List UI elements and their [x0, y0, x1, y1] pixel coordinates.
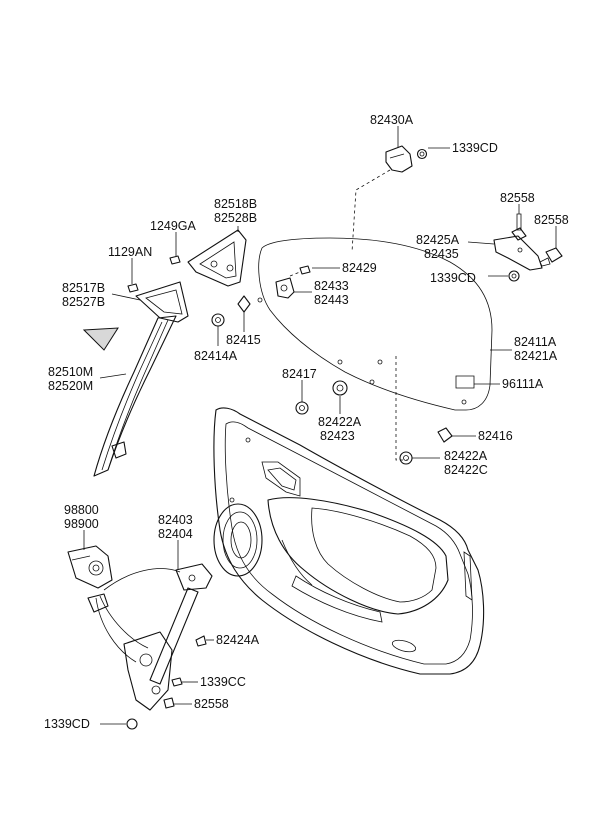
- label-82422A-a: 82422A: [318, 415, 362, 429]
- label-1129AN: 1129AN: [108, 245, 152, 259]
- label-82558-b: 82558: [534, 213, 569, 227]
- label-82417: 82417: [282, 367, 317, 381]
- dashed-connectors: [289, 169, 408, 461]
- label-1339CD-top: 1339CD: [452, 141, 498, 155]
- label-82527B: 82527B: [62, 295, 105, 309]
- window-regulator: [67, 545, 213, 730]
- label-1339CD-bot: 1339CD: [44, 717, 90, 731]
- label-96111A: 96111A: [502, 377, 544, 391]
- label-1339CC: 1339CC: [200, 675, 246, 689]
- label-82425A: 82425A: [416, 233, 460, 247]
- door-watershield: [257, 237, 493, 411]
- label-82422A-b: 82422A: [444, 449, 488, 463]
- leader-lines: [83, 126, 557, 725]
- label-82435: 82435: [424, 247, 459, 261]
- label-82404: 82404: [158, 527, 193, 541]
- delta-cover-82517B: [82, 281, 189, 351]
- label-82423: 82423: [320, 429, 355, 443]
- label-82558-a: 82558: [500, 191, 535, 205]
- label-82443: 82443: [314, 293, 349, 307]
- label-82414A: 82414A: [194, 349, 238, 363]
- label-82421A: 82421A: [514, 349, 558, 363]
- label-82510M: 82510M: [48, 365, 93, 379]
- bracket-82425A: [493, 213, 563, 282]
- label-82416: 82416: [478, 429, 513, 443]
- label-82422C: 82422C: [444, 463, 488, 477]
- label-1339CD-mid: 1339CD: [430, 271, 476, 285]
- label-82558-c: 82558: [194, 697, 229, 711]
- label-82411A: 82411A: [514, 335, 557, 349]
- part-labels: 82430A 1339CD 82558 82558 82425A 82435 1…: [44, 113, 569, 731]
- label-98800: 98800: [64, 503, 99, 517]
- bolt-82558-c: [163, 697, 175, 709]
- label-82518B: 82518B: [214, 197, 257, 211]
- door-trim-panel: [213, 407, 485, 675]
- label-82430A: 82430A: [370, 113, 414, 127]
- bolt-82424A: [195, 635, 207, 647]
- label-82517B: 82517B: [62, 281, 105, 295]
- window-guide-rail: [93, 315, 177, 477]
- bolt-1339CC: [171, 677, 183, 687]
- label-1249GA: 1249GA: [150, 219, 197, 233]
- label-82528B: 82528B: [214, 211, 257, 225]
- label-82403: 82403: [158, 513, 193, 527]
- label-82429: 82429: [342, 261, 377, 275]
- clip-82430A: [385, 145, 428, 173]
- nut-1339CD-bot: [126, 718, 138, 730]
- label-82433: 82433: [314, 279, 349, 293]
- delta-bracket-82518B: [169, 229, 247, 287]
- label-82424A: 82424A: [216, 633, 260, 647]
- label-82520M: 82520M: [48, 379, 93, 393]
- label-98900: 98900: [64, 517, 99, 531]
- label-82415: 82415: [226, 333, 261, 347]
- gasket-triangle: [82, 327, 119, 351]
